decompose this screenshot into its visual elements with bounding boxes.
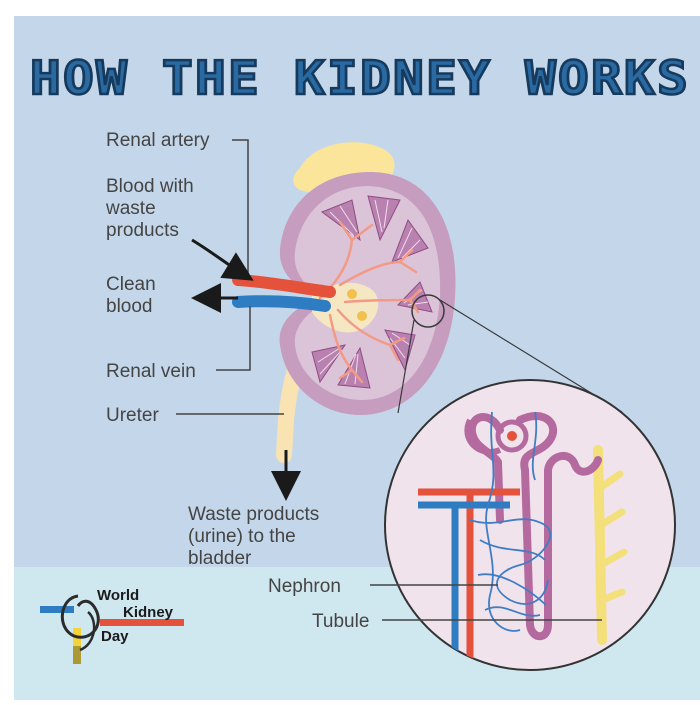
- renal-vessel-branches: [318, 220, 422, 384]
- glomerulus: [495, 419, 529, 453]
- label-tubule: Tubule: [312, 611, 369, 632]
- logo-word-kidney: Kidney: [123, 604, 174, 621]
- zoom-marker: [411, 294, 445, 328]
- label-blood-waste-3: products: [106, 220, 179, 241]
- logo-word-day: Day: [101, 628, 129, 645]
- label-blood-waste-1: Blood with: [106, 176, 194, 197]
- renal-pyramid-7: [311, 344, 347, 384]
- pelvis-dot-2: [357, 311, 367, 321]
- leader-lines: [176, 139, 602, 621]
- label-renal-artery: Renal artery: [106, 130, 210, 151]
- label-waste-urine-2: (urine) to the: [188, 526, 296, 547]
- label-nephron: Nephron: [268, 576, 341, 597]
- arrow-blood-in: [191, 238, 254, 281]
- label-waste-urine-3: bladder: [188, 548, 252, 569]
- nephron-illustration: [418, 411, 628, 660]
- label-ureter: Ureter: [106, 405, 159, 426]
- renal-artery-vessel: [232, 274, 336, 298]
- logo-swirl: [60, 594, 100, 639]
- renal-pyramid-1: [320, 199, 361, 242]
- leader-renal-vein: [216, 306, 251, 371]
- label-clean-blood-2: blood: [106, 296, 153, 317]
- label-blood-waste-2: waste: [105, 198, 156, 219]
- collecting-duct: [593, 445, 607, 645]
- label-renal-vein: Renal vein: [106, 361, 196, 382]
- renal-vein-vessel: [232, 295, 331, 312]
- zoom-line-1: [397, 319, 415, 414]
- nephron-tube: [516, 411, 602, 641]
- leader-renal-artery: [232, 139, 249, 280]
- label-clean-blood-1: Clean: [106, 274, 156, 295]
- page-title: HOW THE KIDNEY WORKS: [30, 51, 690, 105]
- logo-word-world: World: [97, 587, 139, 604]
- capillary-network: [469, 411, 552, 632]
- world-kidney-day-logo: World Kidney Day: [40, 587, 184, 664]
- glomerulus-core: [507, 431, 517, 441]
- pelvis-dot-1: [347, 289, 357, 299]
- label-waste-urine-1: Waste products: [188, 504, 319, 525]
- renal-pyramid-2: [367, 195, 401, 242]
